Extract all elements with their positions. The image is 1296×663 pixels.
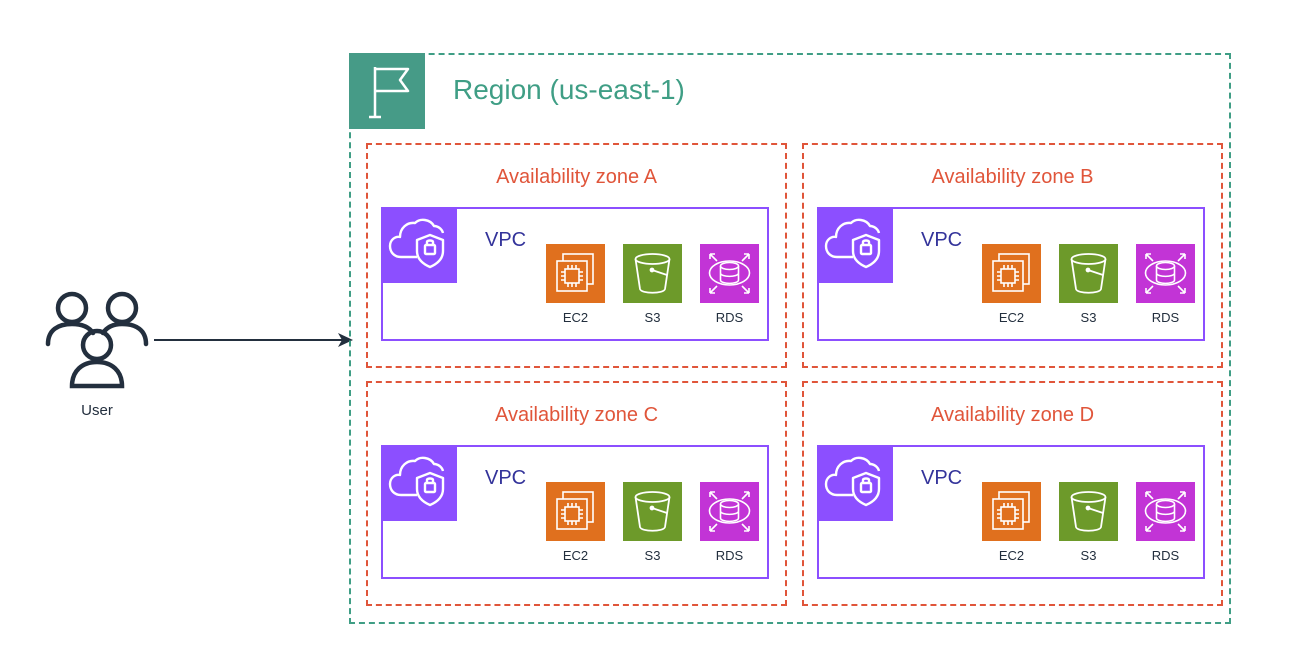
s3-service: [623, 482, 682, 541]
vpc-badge: [381, 445, 457, 521]
availability-zone-d: [802, 381, 1223, 606]
ec2-chip-icon: [556, 491, 594, 530]
s3-service: [623, 244, 682, 303]
vpc-badge: [817, 445, 893, 521]
ec2-service: [982, 482, 1041, 541]
vpc-badge: [817, 207, 893, 283]
region-badge: [349, 53, 425, 129]
connection-arrow: [154, 333, 353, 347]
availability-zone-a: [366, 143, 787, 368]
availability-zone-title: Availability zone B: [931, 166, 1094, 188]
rds-database-icon: [708, 253, 751, 294]
s3-service: [1059, 244, 1118, 303]
rds-label: RDS: [1151, 548, 1180, 563]
vpc-cloud-shield-icon: [824, 218, 881, 269]
vpc-label: VPC: [921, 467, 963, 489]
availability-zone-title: Availability zone A: [496, 166, 657, 188]
s3-label: S3: [1080, 310, 1097, 325]
vpc-badge: [381, 207, 457, 283]
vpc-label: VPC: [921, 229, 963, 251]
ec2-service: [546, 244, 605, 303]
s3-bucket-icon: [1070, 491, 1107, 532]
s3-bucket-icon: [1070, 253, 1107, 294]
ec2-label: EC2: [562, 548, 589, 563]
rds-database-icon: [1144, 253, 1187, 294]
vpc-cloud-shield-icon: [388, 218, 445, 269]
rds-service: [700, 482, 759, 541]
user-label: User: [81, 402, 113, 419]
ec2-chip-icon: [992, 253, 1030, 292]
rds-label: RDS: [715, 548, 744, 563]
ec2-label: EC2: [998, 310, 1025, 325]
ec2-label: EC2: [562, 310, 589, 325]
availability-zone-c: [366, 381, 787, 606]
availability-zone-title: Availability zone D: [930, 404, 1095, 426]
flag-icon: [369, 67, 410, 119]
s3-label: S3: [644, 548, 661, 563]
vpc-label: VPC: [485, 467, 527, 489]
rds-service: [700, 244, 759, 303]
s3-bucket-icon: [634, 491, 671, 532]
vpc-cloud-shield-icon: [824, 456, 881, 507]
rds-service: [1136, 244, 1195, 303]
ec2-label: EC2: [998, 548, 1025, 563]
s3-service: [1059, 482, 1118, 541]
rds-label: RDS: [1151, 310, 1180, 325]
vpc-label: VPC: [485, 229, 527, 251]
vpc-cloud-shield-icon: [388, 456, 445, 507]
region-title: Region (us-east-1): [453, 74, 685, 105]
rds-database-icon: [1144, 491, 1187, 532]
users-icon: [45, 291, 149, 389]
s3-label: S3: [1080, 548, 1097, 563]
ec2-chip-icon: [556, 253, 594, 292]
rds-label: RDS: [715, 310, 744, 325]
ec2-service: [982, 244, 1041, 303]
ec2-chip-icon: [992, 491, 1030, 530]
availability-zone-title: Availability zone C: [494, 404, 659, 426]
ec2-service: [546, 482, 605, 541]
rds-service: [1136, 482, 1195, 541]
rds-database-icon: [708, 491, 751, 532]
s3-label: S3: [644, 310, 661, 325]
s3-bucket-icon: [634, 253, 671, 294]
region-container: [349, 53, 1231, 624]
availability-zone-b: [802, 143, 1223, 368]
